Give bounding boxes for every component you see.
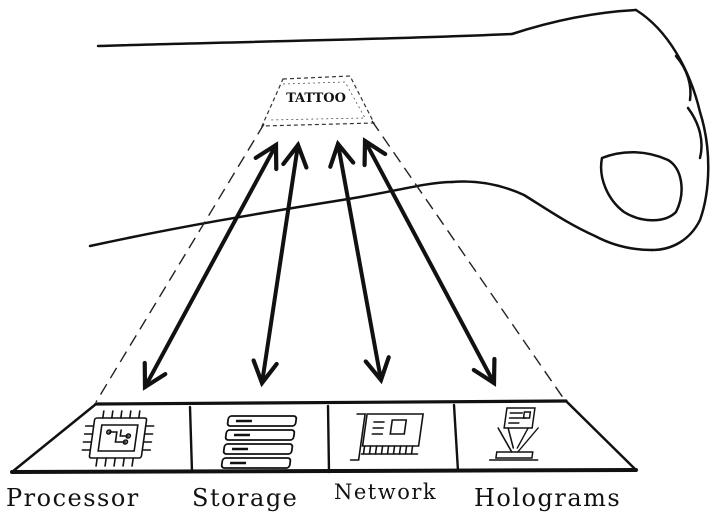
label-storage: Storage [192, 484, 298, 512]
label-processor: Processor [6, 484, 140, 512]
arrow-holograms [365, 141, 494, 383]
network-card-icon [351, 414, 423, 460]
arrow-processor [145, 145, 276, 387]
data-arrows [145, 141, 494, 387]
label-network: Network [334, 480, 437, 504]
arrow-storage [262, 145, 298, 383]
label-holograms: Holograms [474, 484, 621, 512]
tattoo-label: TATTOO [286, 91, 346, 106]
projection-lines [96, 121, 566, 402]
arm-sketch [90, 10, 708, 250]
server-storage-icon [221, 416, 296, 468]
hologram-projector-icon [490, 408, 545, 460]
tattoo: TATTOO [262, 76, 374, 126]
arrow-network [338, 144, 381, 380]
processor-chip-icon [80, 411, 156, 466]
